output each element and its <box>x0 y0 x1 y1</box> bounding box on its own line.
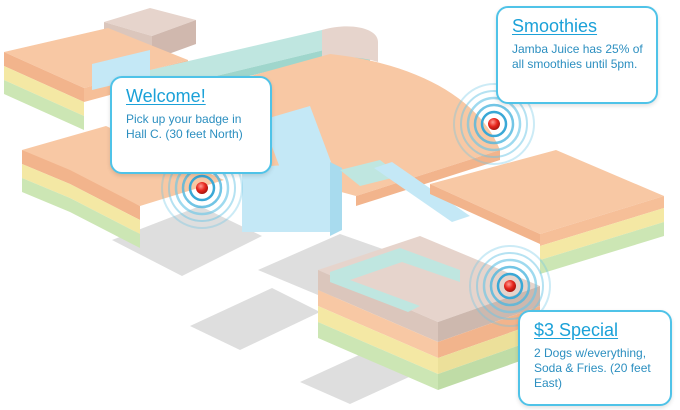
welcome-body: Pick up your badge in Hall C. (30 feet N… <box>126 112 243 141</box>
corridor-west <box>92 50 342 236</box>
special-callout[interactable]: $3 Special 2 Dogs w/everything, Soda & F… <box>518 310 672 406</box>
special-beacon[interactable] <box>469 245 551 327</box>
special-title: $3 Special <box>534 320 619 340</box>
smoothies-title: Smoothies <box>512 16 598 36</box>
building-east-hall <box>430 150 664 274</box>
rooftop-rotunda <box>322 26 378 62</box>
smoothies-body: Jamba Juice has 25% of all smoothies unt… <box>512 42 643 71</box>
smoothies-pin-icon <box>488 118 500 130</box>
welcome-callout[interactable]: Welcome! Pick up your badge in Hall C. (… <box>110 76 272 174</box>
welcome-title: Welcome! <box>126 86 206 106</box>
welcome-pin-icon <box>196 182 208 194</box>
skybridge-center <box>340 160 470 222</box>
smoothies-beacon[interactable] <box>453 83 535 165</box>
special-body: 2 Dogs w/everything, Soda & Fries. (20 f… <box>534 346 651 390</box>
welcome-beacon[interactable] <box>161 147 243 229</box>
smoothies-callout[interactable]: Smoothies Jamba Juice has 25% of all smo… <box>496 6 658 104</box>
special-pin-icon <box>504 280 516 292</box>
